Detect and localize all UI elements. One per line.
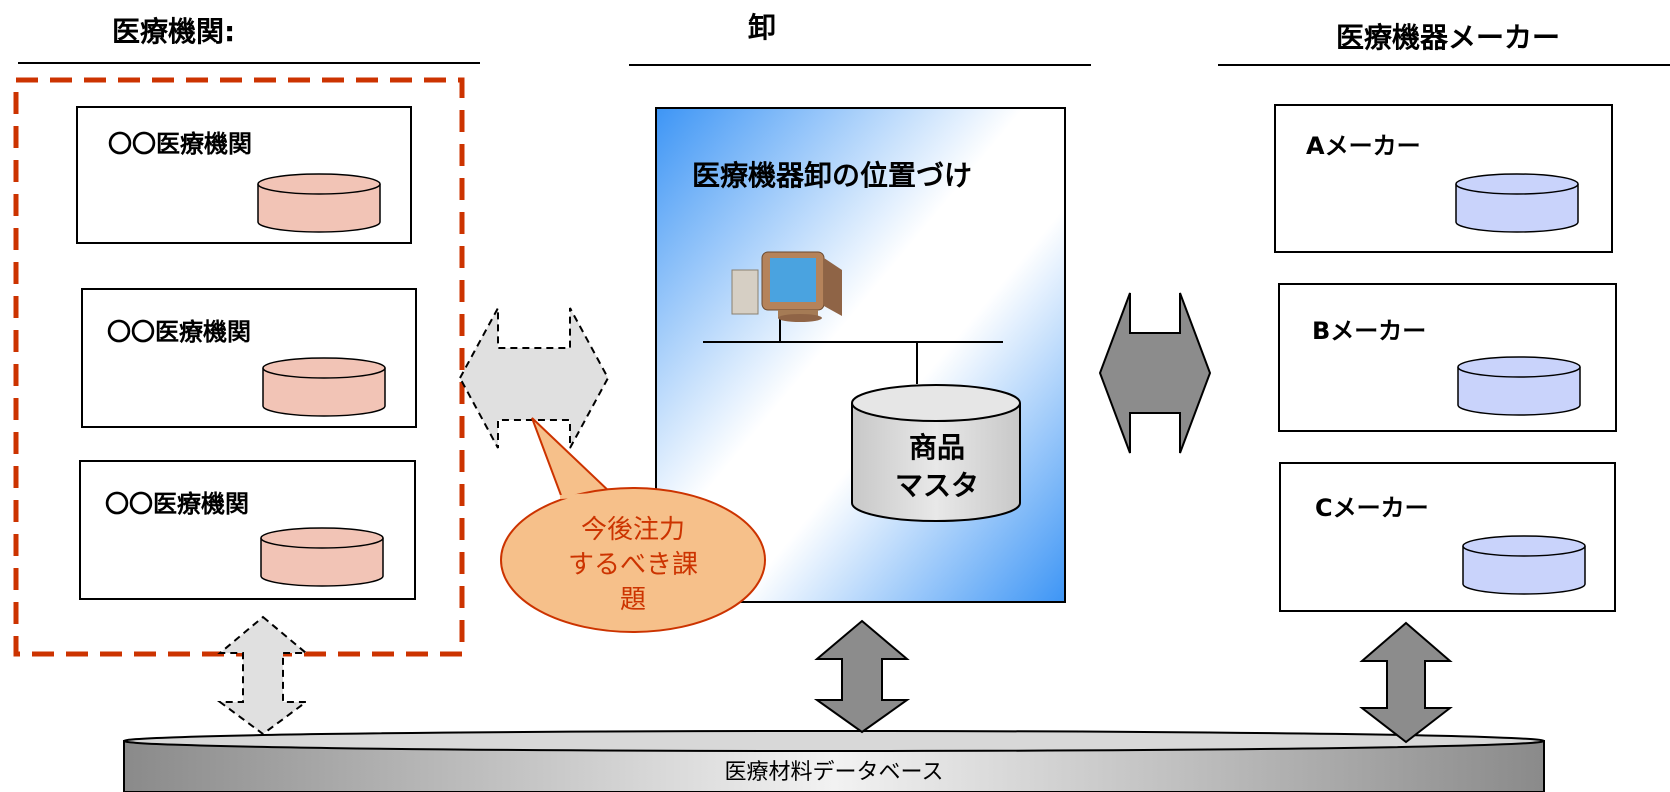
maker-box-a: Aメーカー [1274, 104, 1613, 253]
product-master-label-line2: マスタ [894, 469, 979, 502]
wholesaler-db-arrow [813, 619, 911, 734]
maker-db-cylinder [1462, 535, 1586, 595]
institution-wholesaler-dashed-arrow [458, 307, 610, 449]
wholesaler-title: 医療機器卸の位置づけ [692, 159, 973, 192]
institution-label: 〇〇医療機関 [107, 318, 251, 346]
institution-box-1: 〇〇医療機関 [76, 106, 412, 244]
product-master-label-line1: 商品 [908, 431, 965, 464]
callout-text-line1: 今後注力 [580, 515, 685, 545]
maker-box-b: Bメーカー [1278, 283, 1617, 432]
callout-bubble [500, 417, 766, 633]
institution-db-cylinder [260, 527, 384, 587]
rule-manufacturers [1218, 64, 1670, 66]
header-wholesaler: 卸 [748, 11, 777, 44]
institution-db-cylinder [262, 357, 386, 417]
rule-wholesaler [629, 64, 1091, 66]
maker-db-arrow [1359, 621, 1453, 744]
computer-icon [731, 251, 842, 322]
header-medical-institutions: 医療機関: [112, 15, 236, 48]
callout-text-line2: するべき課 [567, 550, 698, 580]
product-master-cylinder [851, 384, 1021, 522]
institution-label: 〇〇医療機関 [108, 130, 252, 158]
callout-text-line3: 題 [619, 585, 646, 615]
medical-materials-database [123, 730, 1545, 792]
header-manufacturers: 医療機器メーカー [1336, 21, 1561, 54]
institution-db-cylinder [257, 173, 381, 233]
database-label: 医療材料データベース [724, 760, 944, 785]
maker-label: Bメーカー [1312, 317, 1427, 345]
maker-label: Cメーカー [1315, 494, 1429, 522]
maker-db-cylinder [1455, 173, 1579, 233]
maker-box-c: Cメーカー [1279, 462, 1616, 612]
institution-box-2: 〇〇医療機関 [81, 288, 417, 428]
institution-db-dashed-arrow [216, 615, 310, 736]
wholesaler-maker-arrow [1098, 292, 1212, 454]
maker-label: Aメーカー [1306, 132, 1421, 160]
institution-box-3: 〇〇医療機関 [79, 460, 416, 600]
maker-db-cylinder [1457, 356, 1581, 416]
institutions-dashed-frame [13, 77, 465, 657]
institution-label: 〇〇医療機関 [105, 490, 249, 518]
rule-institutions [18, 62, 480, 64]
